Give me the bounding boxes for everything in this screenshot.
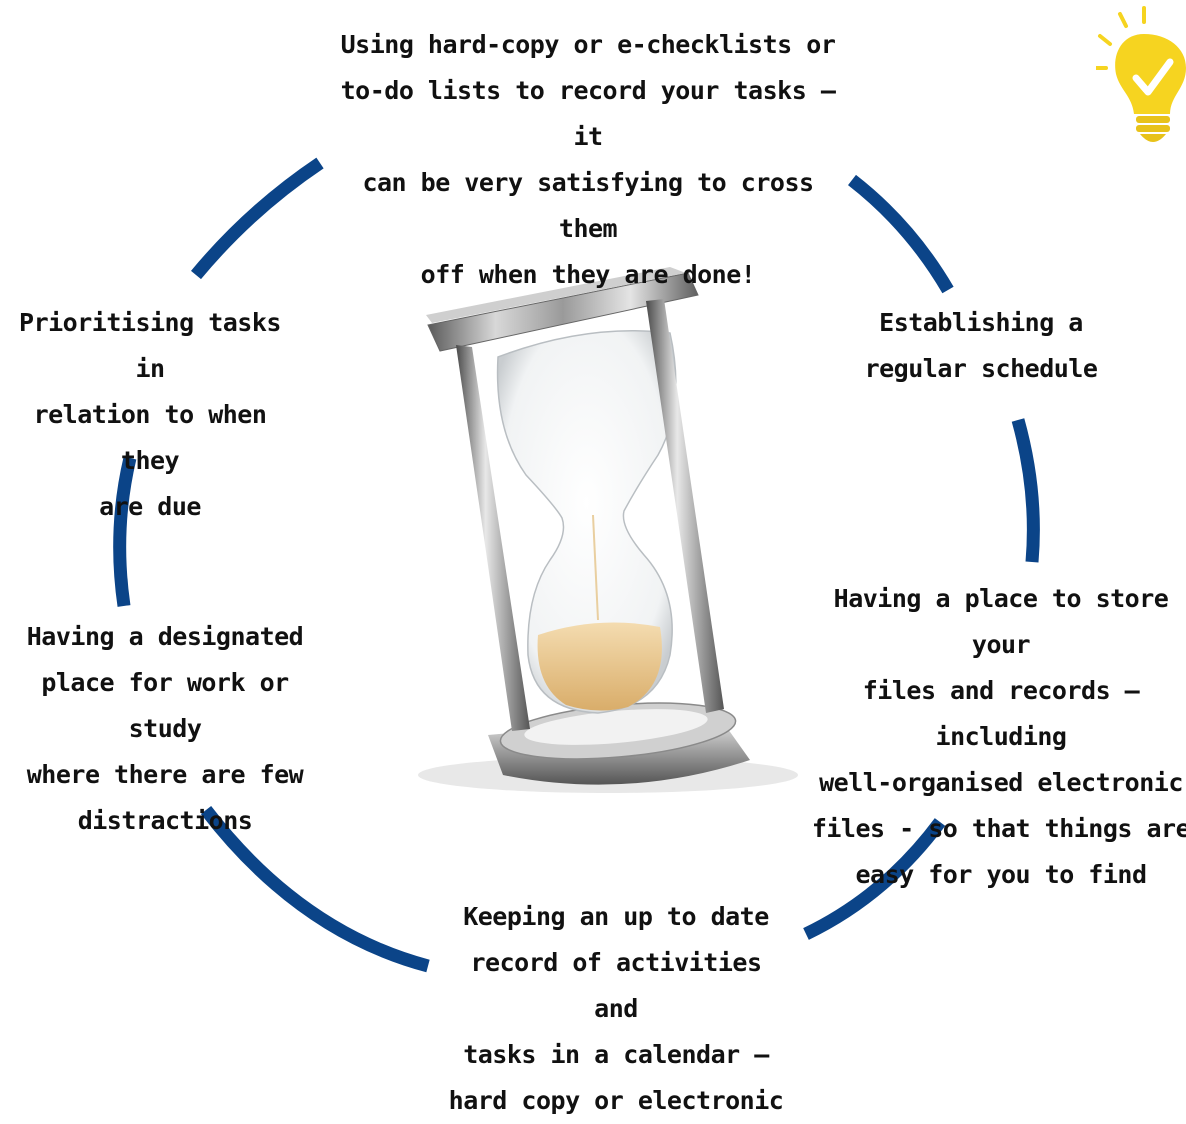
caption-files-records: Having a place to store your files and r… <box>811 584 1186 889</box>
hourglass-icon <box>418 267 798 793</box>
caption-checklists: Using hard-copy or e-checklists or to-do… <box>340 30 836 289</box>
arc-right <box>1011 418 1040 563</box>
caption-prioritising: Prioritising tasks in relation to when t… <box>19 308 281 521</box>
caption-designated-place: Having a designated place for work or st… <box>26 622 304 835</box>
cycle-diagram: Using hard-copy or e-checklists or to-do… <box>19 4 1186 1115</box>
arc-bottom-right <box>803 818 946 940</box>
lightbulb-image <box>1096 4 1186 154</box>
arc-top-right <box>848 174 954 294</box>
cycle-arcs <box>113 157 1040 973</box>
caption-schedule: Establishing a regular schedule <box>864 308 1098 383</box>
arc-top-left <box>191 157 324 280</box>
hourglass-image <box>298 215 888 805</box>
lightbulb-check-icon <box>1096 6 1186 142</box>
caption-calendar: Keeping an up to date record of activiti… <box>448 902 784 1115</box>
arc-left <box>113 456 137 607</box>
arc-bottom-left <box>200 806 430 973</box>
